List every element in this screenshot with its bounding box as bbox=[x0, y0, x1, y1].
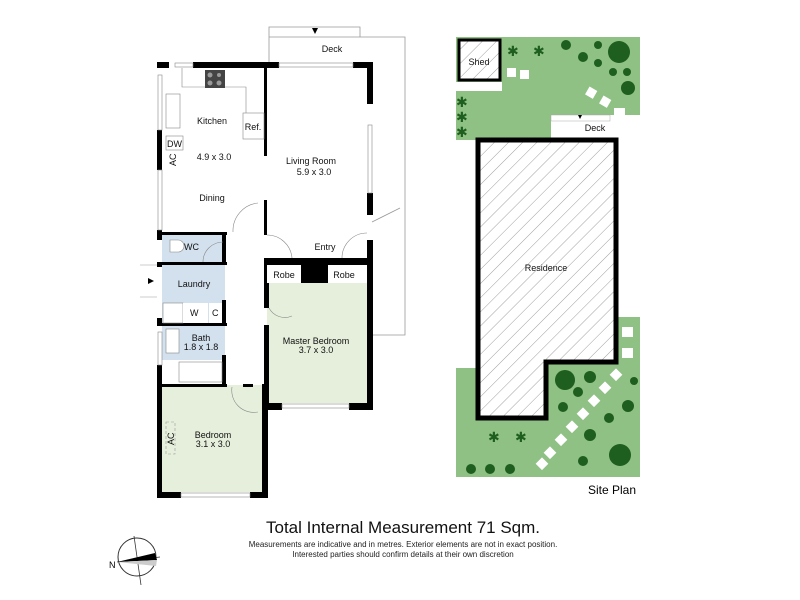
deck-label: Deck bbox=[322, 44, 343, 54]
windows bbox=[157, 62, 373, 498]
disclaimer-line-2: Interested parties should confirm detail… bbox=[292, 550, 514, 559]
door-swings bbox=[202, 202, 368, 413]
site-deck-label: Deck bbox=[585, 123, 606, 133]
walls bbox=[157, 62, 373, 498]
bedroom-label: Bedroom bbox=[195, 430, 232, 440]
bath-label: Bath bbox=[192, 333, 211, 343]
site-plan-title: Site Plan bbox=[588, 483, 636, 497]
c-cupboard bbox=[209, 303, 222, 323]
w-cupboard bbox=[183, 303, 208, 323]
fridge bbox=[242, 112, 265, 140]
c-label: C bbox=[212, 308, 219, 318]
dw-label: DW bbox=[167, 139, 182, 149]
residence bbox=[475, 137, 619, 421]
bedroom-fill bbox=[162, 385, 262, 492]
trees bbox=[466, 40, 638, 474]
residence-label: Residence bbox=[525, 263, 568, 273]
robe-label-2: Robe bbox=[333, 270, 355, 280]
svg-text:✱: ✱ bbox=[488, 429, 500, 445]
svg-text:✱: ✱ bbox=[456, 94, 468, 110]
shed bbox=[457, 38, 502, 82]
shed-label: Shed bbox=[468, 57, 489, 67]
master-bedroom-fill bbox=[267, 283, 367, 403]
site-plan: Deck Residence Shed ✱✱✱✱✱ ✱✱ Site Plan bbox=[456, 37, 640, 497]
svg-text:✱: ✱ bbox=[533, 43, 545, 59]
sink-icon bbox=[165, 93, 181, 129]
bedroom-size: 3.1 x 3.0 bbox=[196, 439, 231, 449]
w-label: W bbox=[190, 308, 199, 318]
bathtub-icon bbox=[178, 361, 223, 383]
master-bedroom-label: Master Bedroom bbox=[283, 336, 350, 346]
svg-text:✱: ✱ bbox=[507, 43, 519, 59]
entry-arrow-icon bbox=[312, 28, 318, 34]
bedroom-ac-label: AC bbox=[166, 432, 176, 445]
bath-size: 1.8 x 1.8 bbox=[184, 342, 219, 352]
kitchen-ac-label: AC bbox=[168, 153, 178, 166]
disclaimer-line-1: Measurements are indicative and in metre… bbox=[248, 540, 558, 549]
laundry-label: Laundry bbox=[178, 279, 211, 289]
total-measurement-title: Total Internal Measurement 71 Sqm. bbox=[265, 518, 541, 537]
kitchen-size: 4.9 x 3.0 bbox=[197, 152, 232, 162]
svg-text:✱: ✱ bbox=[515, 429, 527, 445]
compass-icon: N bbox=[109, 535, 161, 586]
svg-text:✱: ✱ bbox=[456, 109, 468, 125]
laundry-tub bbox=[162, 302, 184, 324]
side-entry-arrow-icon bbox=[148, 278, 154, 284]
dining-label: Dining bbox=[199, 193, 225, 203]
deck: Deck bbox=[268, 26, 406, 336]
master-bedroom-size: 3.7 x 3.0 bbox=[299, 345, 334, 355]
ref-label: Ref. bbox=[245, 122, 262, 132]
living-room-label: Living Room bbox=[286, 156, 336, 166]
living-room-size: 5.9 x 3.0 bbox=[297, 167, 332, 177]
toilet-icon bbox=[169, 239, 185, 253]
basin-icon bbox=[165, 328, 180, 354]
robe-label-1: Robe bbox=[273, 270, 295, 280]
shrubs: ✱✱✱✱✱ ✱✱ bbox=[456, 43, 545, 445]
wc-label: WC bbox=[184, 242, 199, 252]
entry-label: Entry bbox=[314, 242, 336, 252]
compass-n-label: N bbox=[109, 560, 116, 570]
svg-text:✱: ✱ bbox=[456, 124, 468, 140]
kitchen-label: Kitchen bbox=[197, 116, 227, 126]
dishwasher bbox=[165, 135, 184, 151]
cooktop-icon bbox=[205, 70, 225, 88]
